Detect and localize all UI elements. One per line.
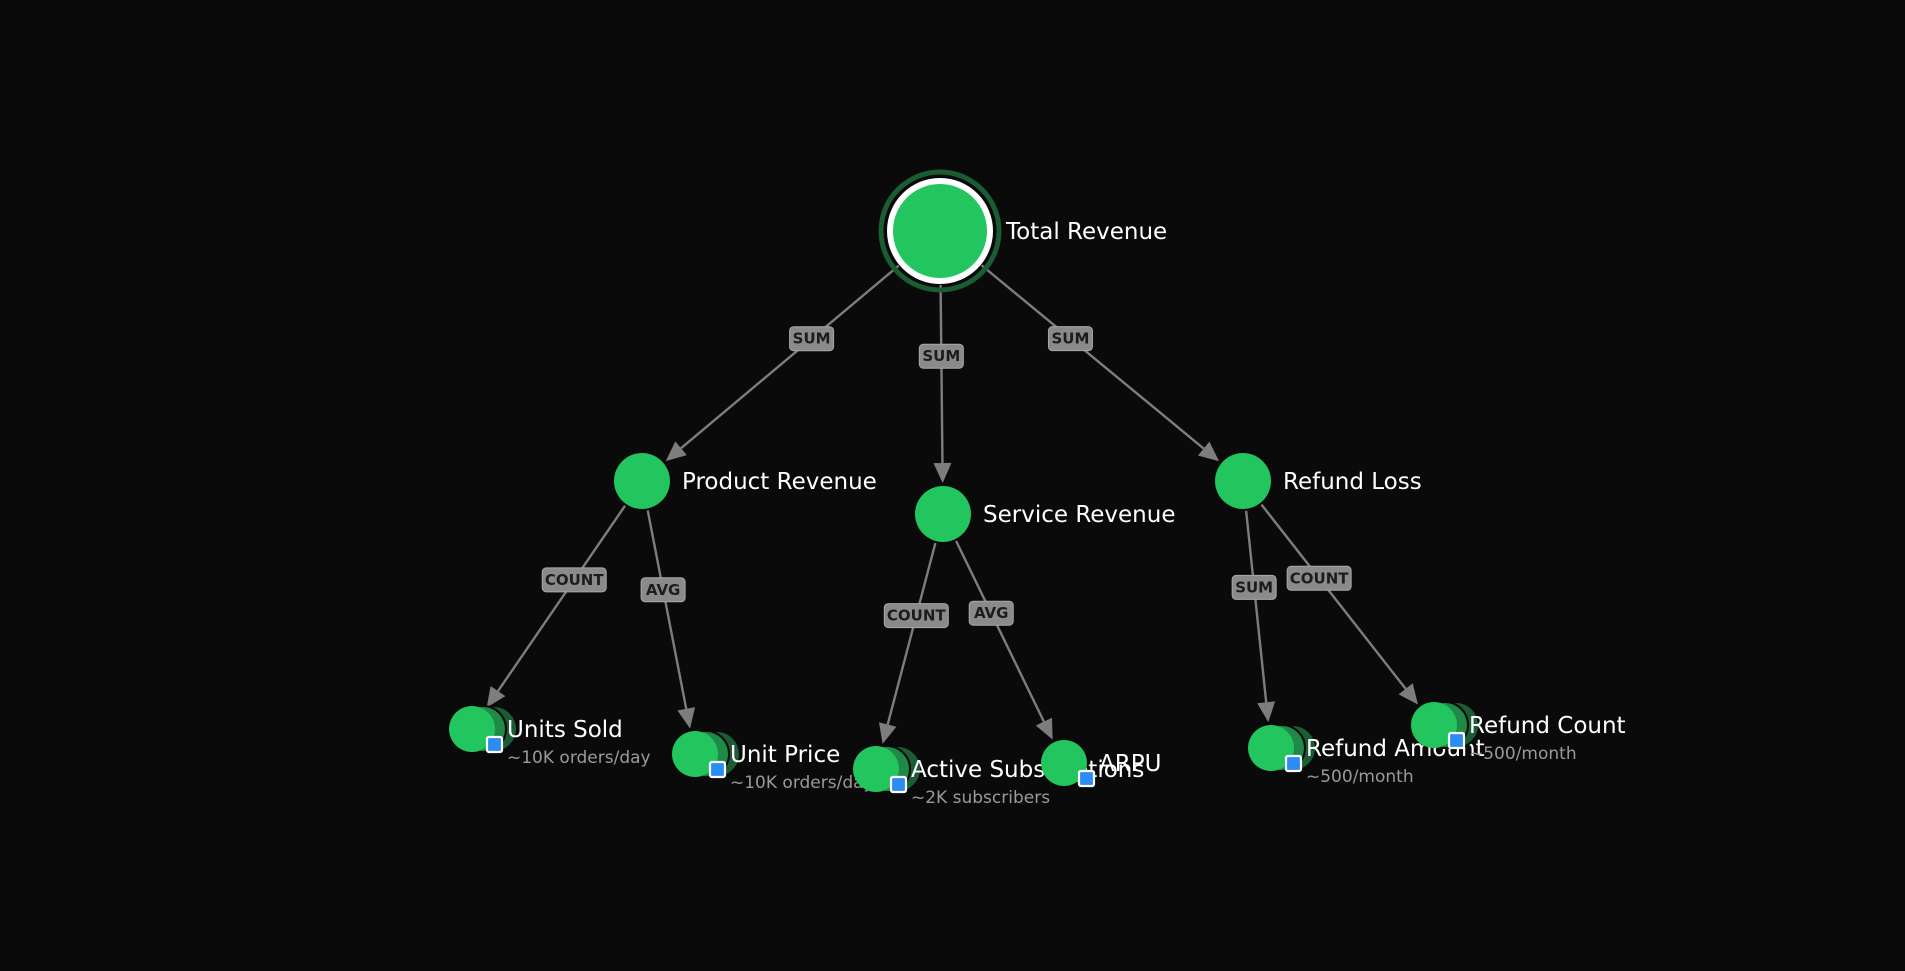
node-total-revenue[interactable]: Total Revenue [878,169,1167,293]
node-volume-label: ~2K subscribers [911,788,1050,808]
node-service-revenue[interactable]: Service Revenue [915,486,1175,542]
node-circle [672,731,718,777]
node-volume-label: ~500/month [1306,767,1414,787]
arrow-head-icon [878,722,897,744]
arrow-head-icon [486,685,506,708]
node-active-subscriptions[interactable]: Active Subscriptions ~2K subscribers [853,745,1144,808]
node-refund-loss[interactable]: Refund Loss [1215,453,1422,509]
edge-line [646,510,688,710]
node-circle [1411,702,1457,748]
edges-layer: SUM SUM SUM COUNT AVG COUNT AVG SUM COUNT [486,264,1418,744]
edge-total-revenue-to-refund-loss[interactable]: SUM [980,264,1220,462]
data-source-icon [1284,754,1303,773]
edge-product-revenue-to-units-sold[interactable]: COUNT [486,505,627,708]
node-label: Refund Count [1469,713,1626,739]
edge-label: COUNT [883,603,949,629]
node-arpu[interactable]: ARPU [1041,740,1161,788]
edge-line [680,264,900,450]
node-label: Refund Loss [1283,469,1422,495]
node-unit-price[interactable]: Unit Price ~10K orders/day [672,730,874,793]
node-label: Unit Price [730,742,840,768]
edge-label-box [1047,326,1093,352]
node-circle [1248,725,1294,771]
edge-product-revenue-to-unit-price[interactable]: AVG [640,510,696,729]
edge-label-text: SUM [922,347,960,365]
node-label: Service Revenue [983,502,1175,528]
edge-label-box [968,600,1014,626]
edge-label-box [1231,574,1277,600]
edge-label-text: COUNT [545,571,604,589]
node-outer-ring [878,169,1002,293]
edge-total-revenue-to-service-revenue[interactable]: SUM [918,284,964,484]
edge-line [886,542,937,725]
node-circle [614,453,670,509]
node-volume-label: ~10K orders/day [730,773,874,793]
edge-label-text: AVG [646,581,681,599]
edge-label: AVG [968,600,1014,626]
edge-line [497,505,627,692]
edge-label: COUNT [541,567,607,593]
edge-refund-loss-to-refund-count[interactable]: COUNT [1260,503,1418,705]
node-circle [1041,740,1087,786]
node-circle [449,706,495,752]
edge-label: SUM [789,326,835,352]
node-circle [915,486,971,542]
node-label: Product Revenue [682,469,877,495]
node-label: Units Sold [507,717,623,743]
arrow-head-icon [677,707,696,729]
edge-label-text: COUNT [887,607,946,625]
edge-line [939,284,944,464]
edge-label-text: COUNT [1290,569,1349,587]
edge-label-text: SUM [1235,578,1273,596]
edge-label-box [789,326,835,352]
node-label: Active Subscriptions [911,757,1144,783]
edge-label-box [541,567,607,593]
node-label: ARPU [1099,751,1161,777]
edge-label-text: SUM [1051,330,1089,348]
edge-service-revenue-to-arpu[interactable]: AVG [955,540,1053,740]
edge-line [1244,510,1268,703]
node-circle [893,184,987,278]
arrow-head-icon [1197,441,1220,462]
edge-label-text: SUM [793,330,831,348]
edge-label: SUM [1231,574,1277,600]
node-units-sold[interactable]: Units Sold ~10K orders/day [449,705,651,768]
arrow-head-icon [1257,701,1276,723]
data-source-icon [889,775,908,794]
edge-label-box [640,577,686,603]
edge-label-box [1286,565,1352,591]
edge-line [980,264,1205,450]
node-volume-label: ~500/month [1469,744,1577,764]
node-label: Total Revenue [1005,219,1167,245]
edge-service-revenue-to-active-subscriptions[interactable]: COUNT [878,542,949,744]
arrow-head-icon [1398,683,1418,705]
edge-line [955,540,1045,723]
edge-label-box [918,343,964,369]
edge-label: SUM [1047,326,1093,352]
arrow-head-icon [665,441,687,462]
arrow-head-icon [933,462,952,484]
node-volume-label: ~10K orders/day [507,748,651,768]
data-source-icon [1447,731,1466,750]
node-refund-count[interactable]: Refund Count ~500/month [1411,701,1626,764]
arrow-head-icon [1035,717,1053,740]
data-source-icon [485,735,504,754]
edge-label-box [883,603,949,629]
data-source-icon [1077,769,1096,788]
edge-total-revenue-to-product-revenue[interactable]: SUM [665,264,900,462]
node-product-revenue[interactable]: Product Revenue [614,453,877,509]
node-circle [1215,453,1271,509]
edge-refund-loss-to-refund-amount[interactable]: SUM [1231,510,1277,723]
edge-label: COUNT [1286,565,1352,591]
edge-label: SUM [918,343,964,369]
node-circle [853,746,899,792]
edge-label-text: AVG [974,604,1009,622]
data-source-icon [708,760,727,779]
edge-line [1260,503,1407,690]
edge-label: AVG [640,577,686,603]
